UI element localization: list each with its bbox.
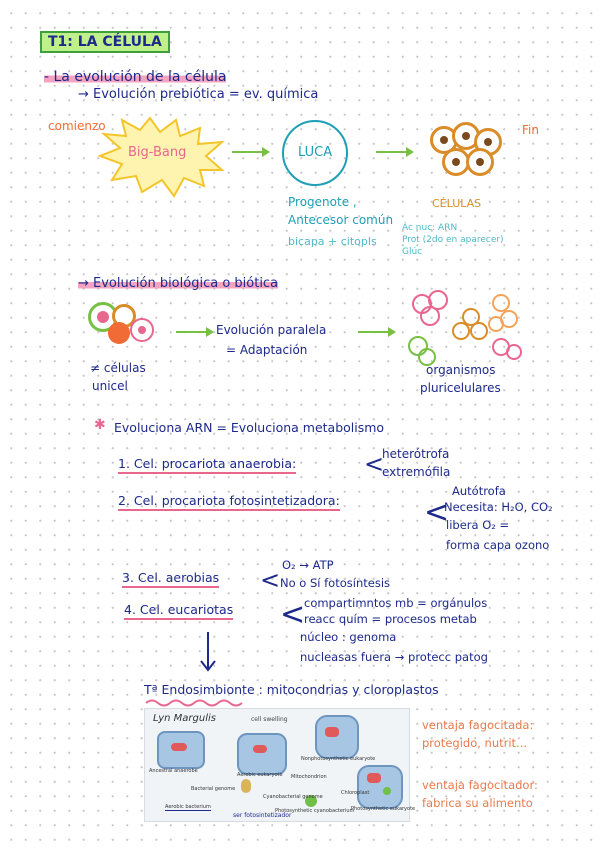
unicel-note-1: ≠ células xyxy=(90,361,146,375)
item-2-note-2: Necesita: H₂O, CO₂ xyxy=(444,500,553,514)
item-2-note-1: Autótrofa xyxy=(452,484,506,498)
luca-note-1: Progenote , xyxy=(288,195,357,209)
cell-diagram-icon xyxy=(237,733,287,775)
pluri-note-1: organismos xyxy=(426,363,496,377)
cell-diagram-icon xyxy=(315,715,359,759)
luca-label: LUCA xyxy=(298,145,333,160)
item-4-note-2: reacc quím = procesos metab xyxy=(304,612,477,626)
section1-subheading: → Evolución prebiótica = ev. química xyxy=(78,87,319,102)
luca-circle xyxy=(282,120,348,186)
brace-icon: < xyxy=(280,597,306,632)
fig-hand-note: ser fotosintetizador xyxy=(233,812,292,819)
star-icon: ✱ xyxy=(94,417,106,433)
endosymbiosis-figure: Lyn Margulis cell swelling Nonphotosynth… xyxy=(144,708,415,822)
advantage-1b: protegido, nutrit... xyxy=(422,736,528,750)
author-label: Lyn Margulis xyxy=(153,713,216,724)
luca-note-2: Antecesor común xyxy=(288,213,394,227)
end-label: Fin xyxy=(522,123,539,137)
item-1-note-1: heterótrofa xyxy=(382,447,450,461)
fig-chloroplast: Chloroplast xyxy=(341,790,370,796)
item-4-note-3: núcleo : genoma xyxy=(300,630,397,644)
item-3-note-2: No o Sí fotosíntesis xyxy=(280,576,391,590)
section4-heading: Tª Endosimbionte : mitocondrias y clorop… xyxy=(144,682,439,697)
fig-aerobic-euk: Aerobic eukaryote xyxy=(237,772,283,778)
fig-aerobic-bact: Aerobic bacterium xyxy=(165,804,211,811)
fig-photo-euk: Photosynthetic eukaryote xyxy=(351,806,416,812)
advantage-1a: ventaja fagocitada: xyxy=(422,718,534,732)
item-3-note-1: O₂ → ATP xyxy=(282,558,334,572)
item-2-note-4: forma capa ozono xyxy=(446,538,550,552)
acids-note-1: Ác nuc: ARN xyxy=(402,223,458,233)
item-1-note-2: extremófila xyxy=(382,465,451,479)
fig-cyanobacterial: Cyanobacterial genome xyxy=(263,794,323,800)
advantage-2b: fabrica su alimento xyxy=(422,796,533,810)
acids-note-3: Glúc xyxy=(402,247,423,257)
item-2-label: 2. Cel. procariota fotosintetizadora: xyxy=(118,494,340,511)
cell-diagram-icon xyxy=(357,765,403,809)
item-2-note-3: libera O₂ = xyxy=(446,518,510,532)
parallel-note-1: Evolución paralela xyxy=(216,323,327,337)
brace-icon: < xyxy=(260,566,281,594)
start-label: comienzo xyxy=(48,119,106,133)
fig-mitochondrion: Mitochondrion xyxy=(291,774,327,780)
bigbang-label: Big-Bang xyxy=(128,145,187,160)
unicel-note-2: unicel xyxy=(92,379,128,393)
cells-label: CÉLULAS xyxy=(432,197,482,210)
fig-cell-swelling: cell swelling xyxy=(251,716,288,723)
fig-photo-cyano: Photosynthetic cyanobacterium xyxy=(275,808,355,814)
item-1-label: 1. Cel. procariota anaerobia: xyxy=(118,457,297,474)
brace-icon: < xyxy=(364,450,385,478)
section1-heading: - La evolución de la célula xyxy=(44,69,227,85)
advantage-2a: ventaja fagocitador: xyxy=(422,778,538,792)
luca-note-3: bicapa + citopls xyxy=(288,235,377,248)
section2-heading: → Evolución biológica o biótica xyxy=(78,276,279,291)
fig-bacterial: Bacterial genome xyxy=(191,786,236,792)
acids-note-2: Prot (2do en aparecer) xyxy=(402,235,504,245)
item-4-note-4: nucleasas fuera → protecc patog xyxy=(300,650,488,664)
item-4-label: 4. Cel. eucariotas xyxy=(124,603,234,620)
brace-icon: < xyxy=(424,495,450,530)
parallel-note-2: = Adaptación xyxy=(226,343,308,357)
section3-heading: Evoluciona ARN = Evoluciona metabolismo xyxy=(114,420,385,435)
item-4-note-1: compartimntos mb = orgánulos xyxy=(304,596,488,610)
pluri-note-2: pluricelulares xyxy=(420,381,501,395)
fig-nonphoto: Nonphotosynthetic eukaryote xyxy=(301,756,376,762)
fig-ancestral: Ancestral anaerobe xyxy=(149,768,198,774)
item-3-label: 3. Cel. aerobias xyxy=(122,571,220,588)
page-title: T1: LA CÉLULA xyxy=(40,31,170,53)
